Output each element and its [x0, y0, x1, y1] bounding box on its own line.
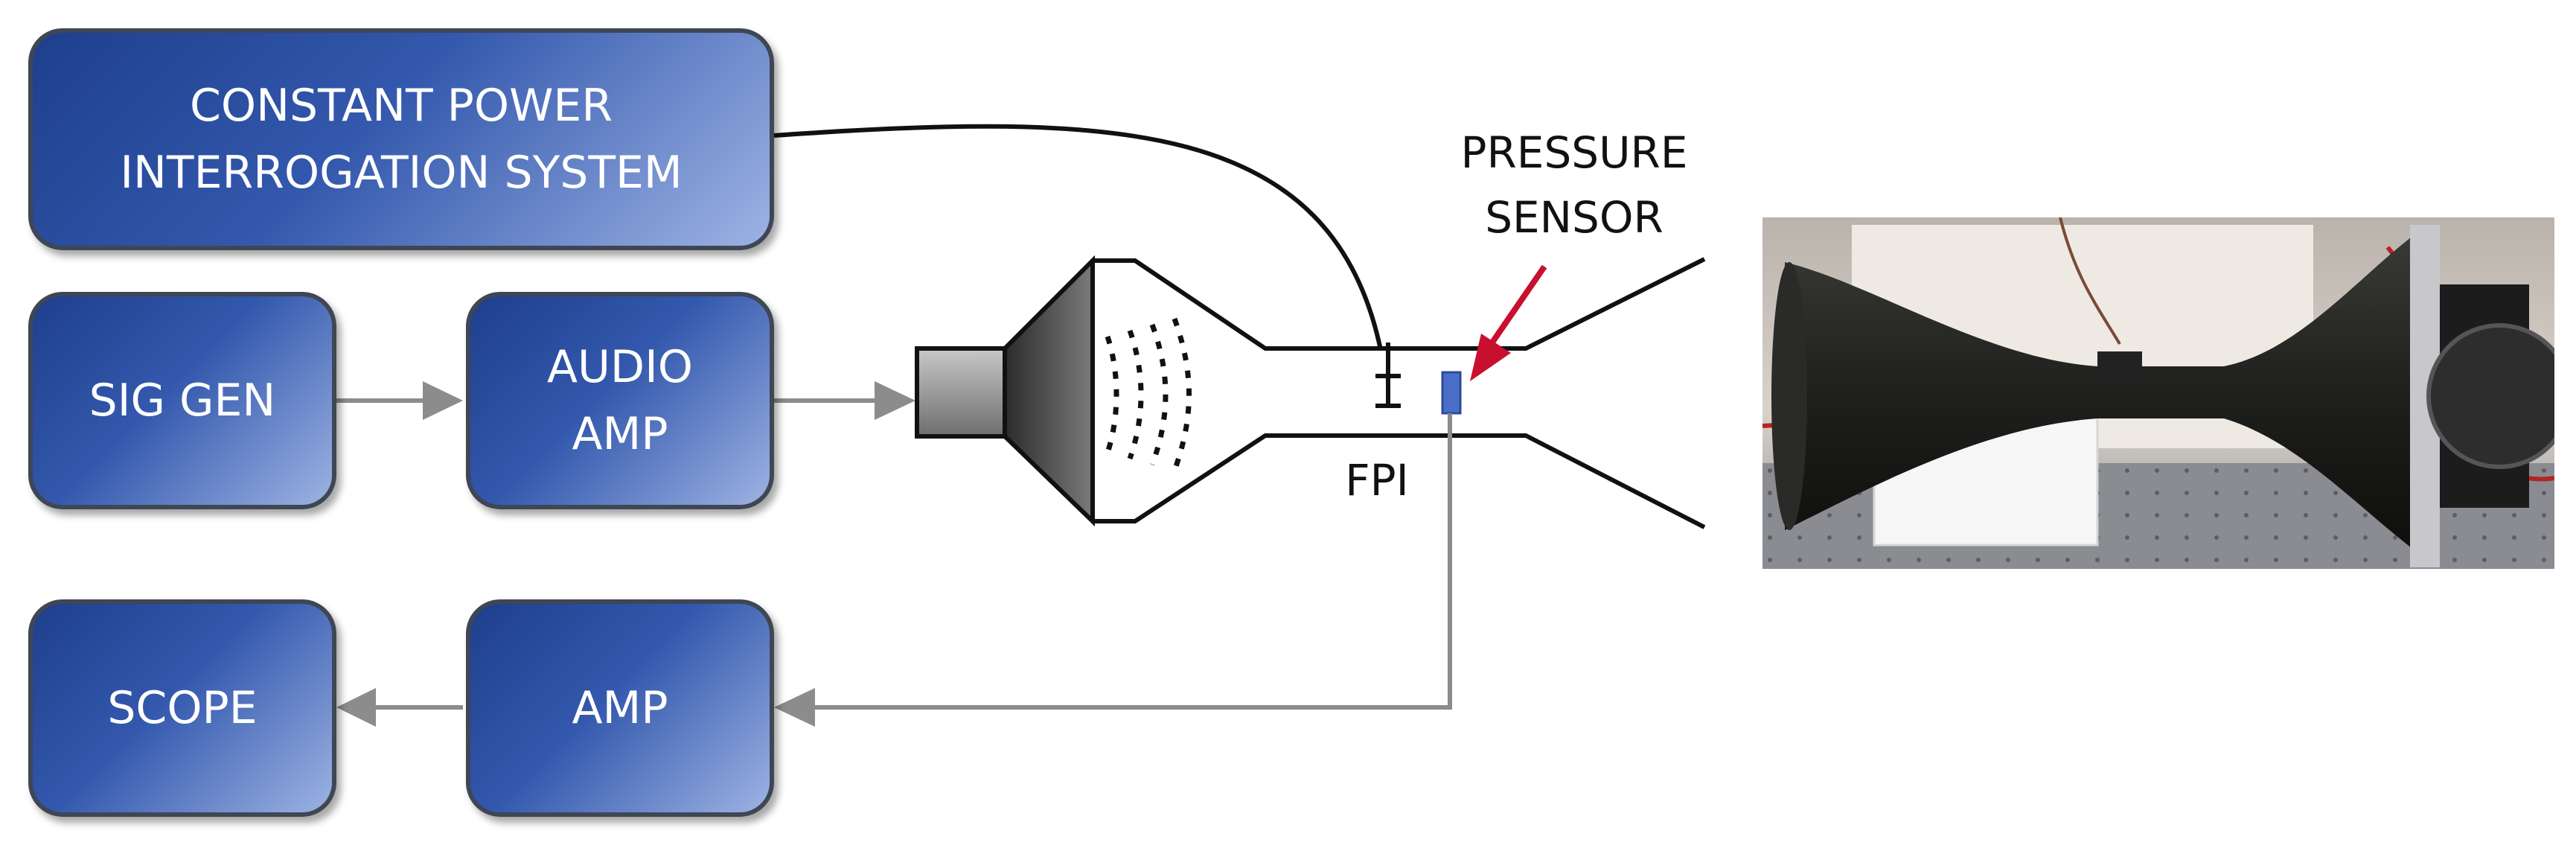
pressure-sensor-pointer: [1484, 264, 1547, 352]
scope-block: SCOPE: [28, 599, 336, 817]
pressure-sensor-label-line1: PRESSURE: [1460, 127, 1688, 178]
constant-power-label-line2: INTERROGATION SYSTEM: [120, 147, 683, 199]
sig-gen-label: SIG GEN: [89, 375, 276, 427]
photo-horn-body: [1785, 232, 2417, 552]
amp-label: AMP: [572, 682, 668, 734]
photo-horn-mouth: [1771, 262, 1807, 530]
tube-lower-wall: [1093, 433, 1706, 529]
pressure-sensor-label: PRESSURE SENSOR: [1407, 121, 1742, 250]
photo-speaker-magnet: [2426, 323, 2554, 469]
pressure-sensor-label-line2: SENSOR: [1485, 192, 1663, 243]
optical-fiber-line: [773, 124, 1383, 351]
sound-waves: [1105, 317, 1192, 472]
arrowhead-amp-to-scope: [336, 688, 376, 727]
audio-amp-label-line2: AMP: [572, 408, 668, 460]
constant-power-interrogation-block: CONSTANT POWER INTERROGATION SYSTEM: [28, 28, 774, 250]
sig-gen-block: SIG GEN: [28, 292, 336, 509]
tube-upper-wall: [1093, 257, 1706, 351]
scope-label: SCOPE: [107, 682, 258, 734]
speaker-cone: [1003, 255, 1095, 527]
photo-fiber-wire: [2059, 217, 2121, 345]
arrowhead-audioamp-to-speaker: [875, 381, 915, 420]
amp-block: AMP: [466, 599, 774, 817]
fpi-label: FPI: [1303, 448, 1451, 513]
sensor-signal-line: [811, 413, 1452, 710]
audio-amp-block: AUDIO AMP: [466, 292, 774, 509]
constant-power-label-line1: CONSTANT POWER: [189, 80, 613, 132]
speaker-magnet: [915, 346, 1007, 439]
arrowhead-siggen-to-audioamp: [423, 381, 463, 420]
pressure-sensor-element: [1441, 371, 1462, 415]
arrowhead-sensor-to-amp: [774, 688, 815, 727]
setup-photo: [1762, 217, 2554, 569]
pressure-sensor-pointer-head: [1470, 334, 1511, 381]
audio-amp-label-line1: AUDIO: [546, 341, 694, 393]
fpi-label-text: FPI: [1345, 455, 1409, 506]
photo-sensor-mount: [2097, 351, 2142, 374]
